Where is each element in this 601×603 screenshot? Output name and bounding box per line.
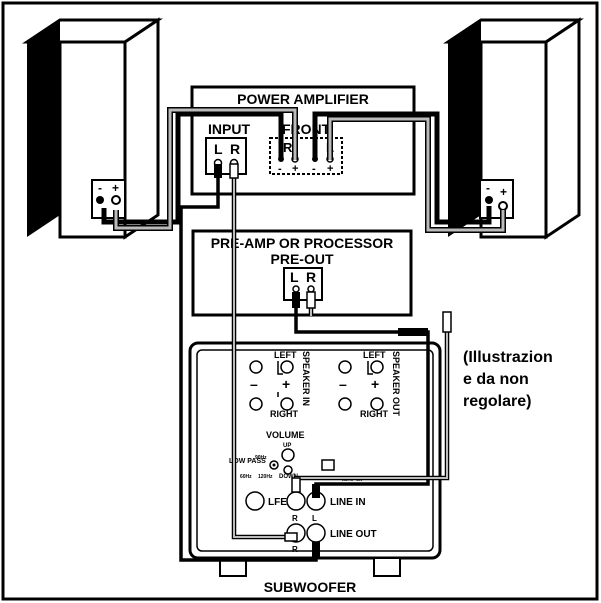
amp-input-left: L bbox=[214, 141, 223, 157]
amp-input-left-plug bbox=[214, 164, 222, 178]
amp-input-right-plug bbox=[229, 163, 239, 179]
speaker-out-right-label: RIGHT bbox=[360, 409, 389, 419]
speaker-out-left-label: LEFT bbox=[363, 350, 386, 360]
left-speaker-cable-black bbox=[101, 111, 284, 225]
line-in-left-plug bbox=[312, 484, 320, 498]
amp-polarity-3: + bbox=[327, 163, 333, 175]
line-in-label: LINE IN bbox=[330, 497, 366, 508]
line-out-right-plug bbox=[284, 532, 298, 542]
preamp-out-panel bbox=[283, 267, 323, 301]
preamp-title: PRE-AMP OR PROCESSOR bbox=[211, 235, 394, 251]
note-line-1: (Illustrazion bbox=[463, 349, 553, 366]
loose-grey-plug bbox=[442, 311, 452, 333]
line-out-left-plug bbox=[312, 542, 320, 558]
speaker-out-left-minus-terminal bbox=[338, 360, 352, 374]
line-in-right-jack bbox=[286, 491, 306, 511]
left-speaker-minus: - bbox=[98, 181, 102, 195]
volume-knob[interactable] bbox=[281, 448, 295, 462]
speaker-out-right-minus-terminal bbox=[338, 397, 352, 411]
right-speaker-plus: + bbox=[500, 185, 507, 199]
speaker-in-right-plus-terminal bbox=[280, 397, 294, 411]
line-out-r-label: R bbox=[292, 545, 298, 554]
low-pass-90hz: 90Hz bbox=[255, 455, 267, 461]
preamp: PRE-AMP OR PROCESSOR PRE-OUT L R bbox=[191, 229, 413, 317]
preamp-right-jack bbox=[307, 285, 315, 293]
volume-up-label: UP bbox=[283, 443, 291, 449]
subwoofer: SUBWOOFER LEFT RIGHT – + SPEAKER IN LEFT… bbox=[188, 341, 442, 595]
left-speaker: - + bbox=[22, 17, 163, 240]
low-pass-knob-center bbox=[272, 463, 276, 467]
speaker-out-minus: – bbox=[339, 376, 347, 392]
low-pass-60hz: 60Hz bbox=[240, 474, 252, 480]
right-speaker: - + bbox=[443, 17, 584, 240]
front-label: FRONT bbox=[282, 121, 331, 137]
lfe-in-label: LFE IN bbox=[268, 497, 300, 508]
speaker-in-right-label: RIGHT bbox=[270, 409, 299, 419]
speaker-in-right-minus-terminal bbox=[249, 397, 263, 411]
right-speaker-minus-post bbox=[485, 196, 493, 204]
speaker-out-left-plus-terminal bbox=[370, 360, 384, 374]
amp-input-panel bbox=[205, 137, 247, 175]
subwoofer-foot-left bbox=[219, 557, 247, 577]
left-speaker-cable-grey bbox=[114, 108, 297, 230]
volume-down-label: DOWN bbox=[279, 474, 298, 480]
left-speaker-plus-post bbox=[111, 195, 121, 205]
preamp-right-plug bbox=[306, 291, 316, 309]
illustration-note: (Illustrazion e da non regolare) bbox=[463, 349, 553, 410]
amp-polarity-2: - bbox=[312, 163, 316, 175]
subwoofer-foot-right bbox=[373, 557, 401, 577]
line-in-r-label: R bbox=[292, 514, 298, 523]
speaker-out-label: SPEAKER OUT bbox=[391, 351, 401, 417]
amp-input-right: R bbox=[230, 141, 240, 157]
line-in-right-plug bbox=[291, 477, 301, 493]
note-line-3: regolare) bbox=[463, 393, 531, 410]
power-amplifier-title: POWER AMPLIFIER bbox=[237, 91, 369, 107]
left-speaker-plus: + bbox=[112, 181, 119, 195]
subwoofer-title: SUBWOOFER bbox=[264, 579, 357, 595]
speaker-in-minus: – bbox=[250, 376, 258, 392]
amp-polarity-0: - bbox=[278, 163, 282, 175]
cables bbox=[101, 107, 506, 562]
speaker-in-left-label: LEFT bbox=[274, 350, 297, 360]
loose-black-plug bbox=[398, 328, 428, 336]
volume-label: VOLUME bbox=[266, 430, 305, 440]
lfe-in-jack bbox=[245, 491, 265, 511]
speaker-in-left-plus-terminal bbox=[280, 360, 294, 374]
amp-polarity-1: + bbox=[292, 163, 298, 175]
amp-input-right-cable bbox=[233, 166, 287, 538]
preamp-left-plug bbox=[292, 292, 300, 308]
preamp-right: R bbox=[306, 269, 316, 285]
left-speaker-minus-post bbox=[96, 196, 104, 204]
note-line-2: e da non bbox=[463, 371, 529, 388]
speaker-in-label: SPEAKER IN bbox=[301, 351, 311, 406]
right-speaker-plus-post bbox=[498, 201, 508, 211]
speaker-out-plus: + bbox=[371, 376, 379, 392]
speaker-in-left-minus-terminal bbox=[249, 360, 263, 374]
preamp-left-jack bbox=[292, 285, 300, 293]
line-out-label: LINE OUT bbox=[330, 529, 377, 540]
low-pass-120hz: 120Hz bbox=[258, 474, 273, 480]
line-out-left-jack bbox=[306, 523, 326, 543]
right-speaker-cable-black bbox=[312, 111, 492, 225]
power-switch[interactable] bbox=[321, 459, 335, 471]
right-speaker-cable-grey bbox=[328, 117, 505, 232]
line-in-l-label: L bbox=[312, 514, 317, 523]
phase-knob[interactable] bbox=[283, 465, 293, 475]
right-speaker-terminal-plate bbox=[479, 179, 514, 219]
preamp-subtitle: PRE-OUT bbox=[271, 251, 334, 267]
speaker-out-right-plus-terminal bbox=[370, 397, 384, 411]
low-pass-label: LOW PASS bbox=[229, 458, 266, 465]
power-amplifier: POWER AMPLIFIER INPUT FRONT L R R L - + … bbox=[190, 85, 416, 196]
input-label: INPUT bbox=[208, 121, 250, 137]
right-speaker-minus: - bbox=[486, 181, 490, 195]
amp-front-right: R bbox=[283, 140, 293, 155]
preamp-left: L bbox=[290, 269, 299, 285]
speaker-in-plus: + bbox=[282, 376, 290, 392]
